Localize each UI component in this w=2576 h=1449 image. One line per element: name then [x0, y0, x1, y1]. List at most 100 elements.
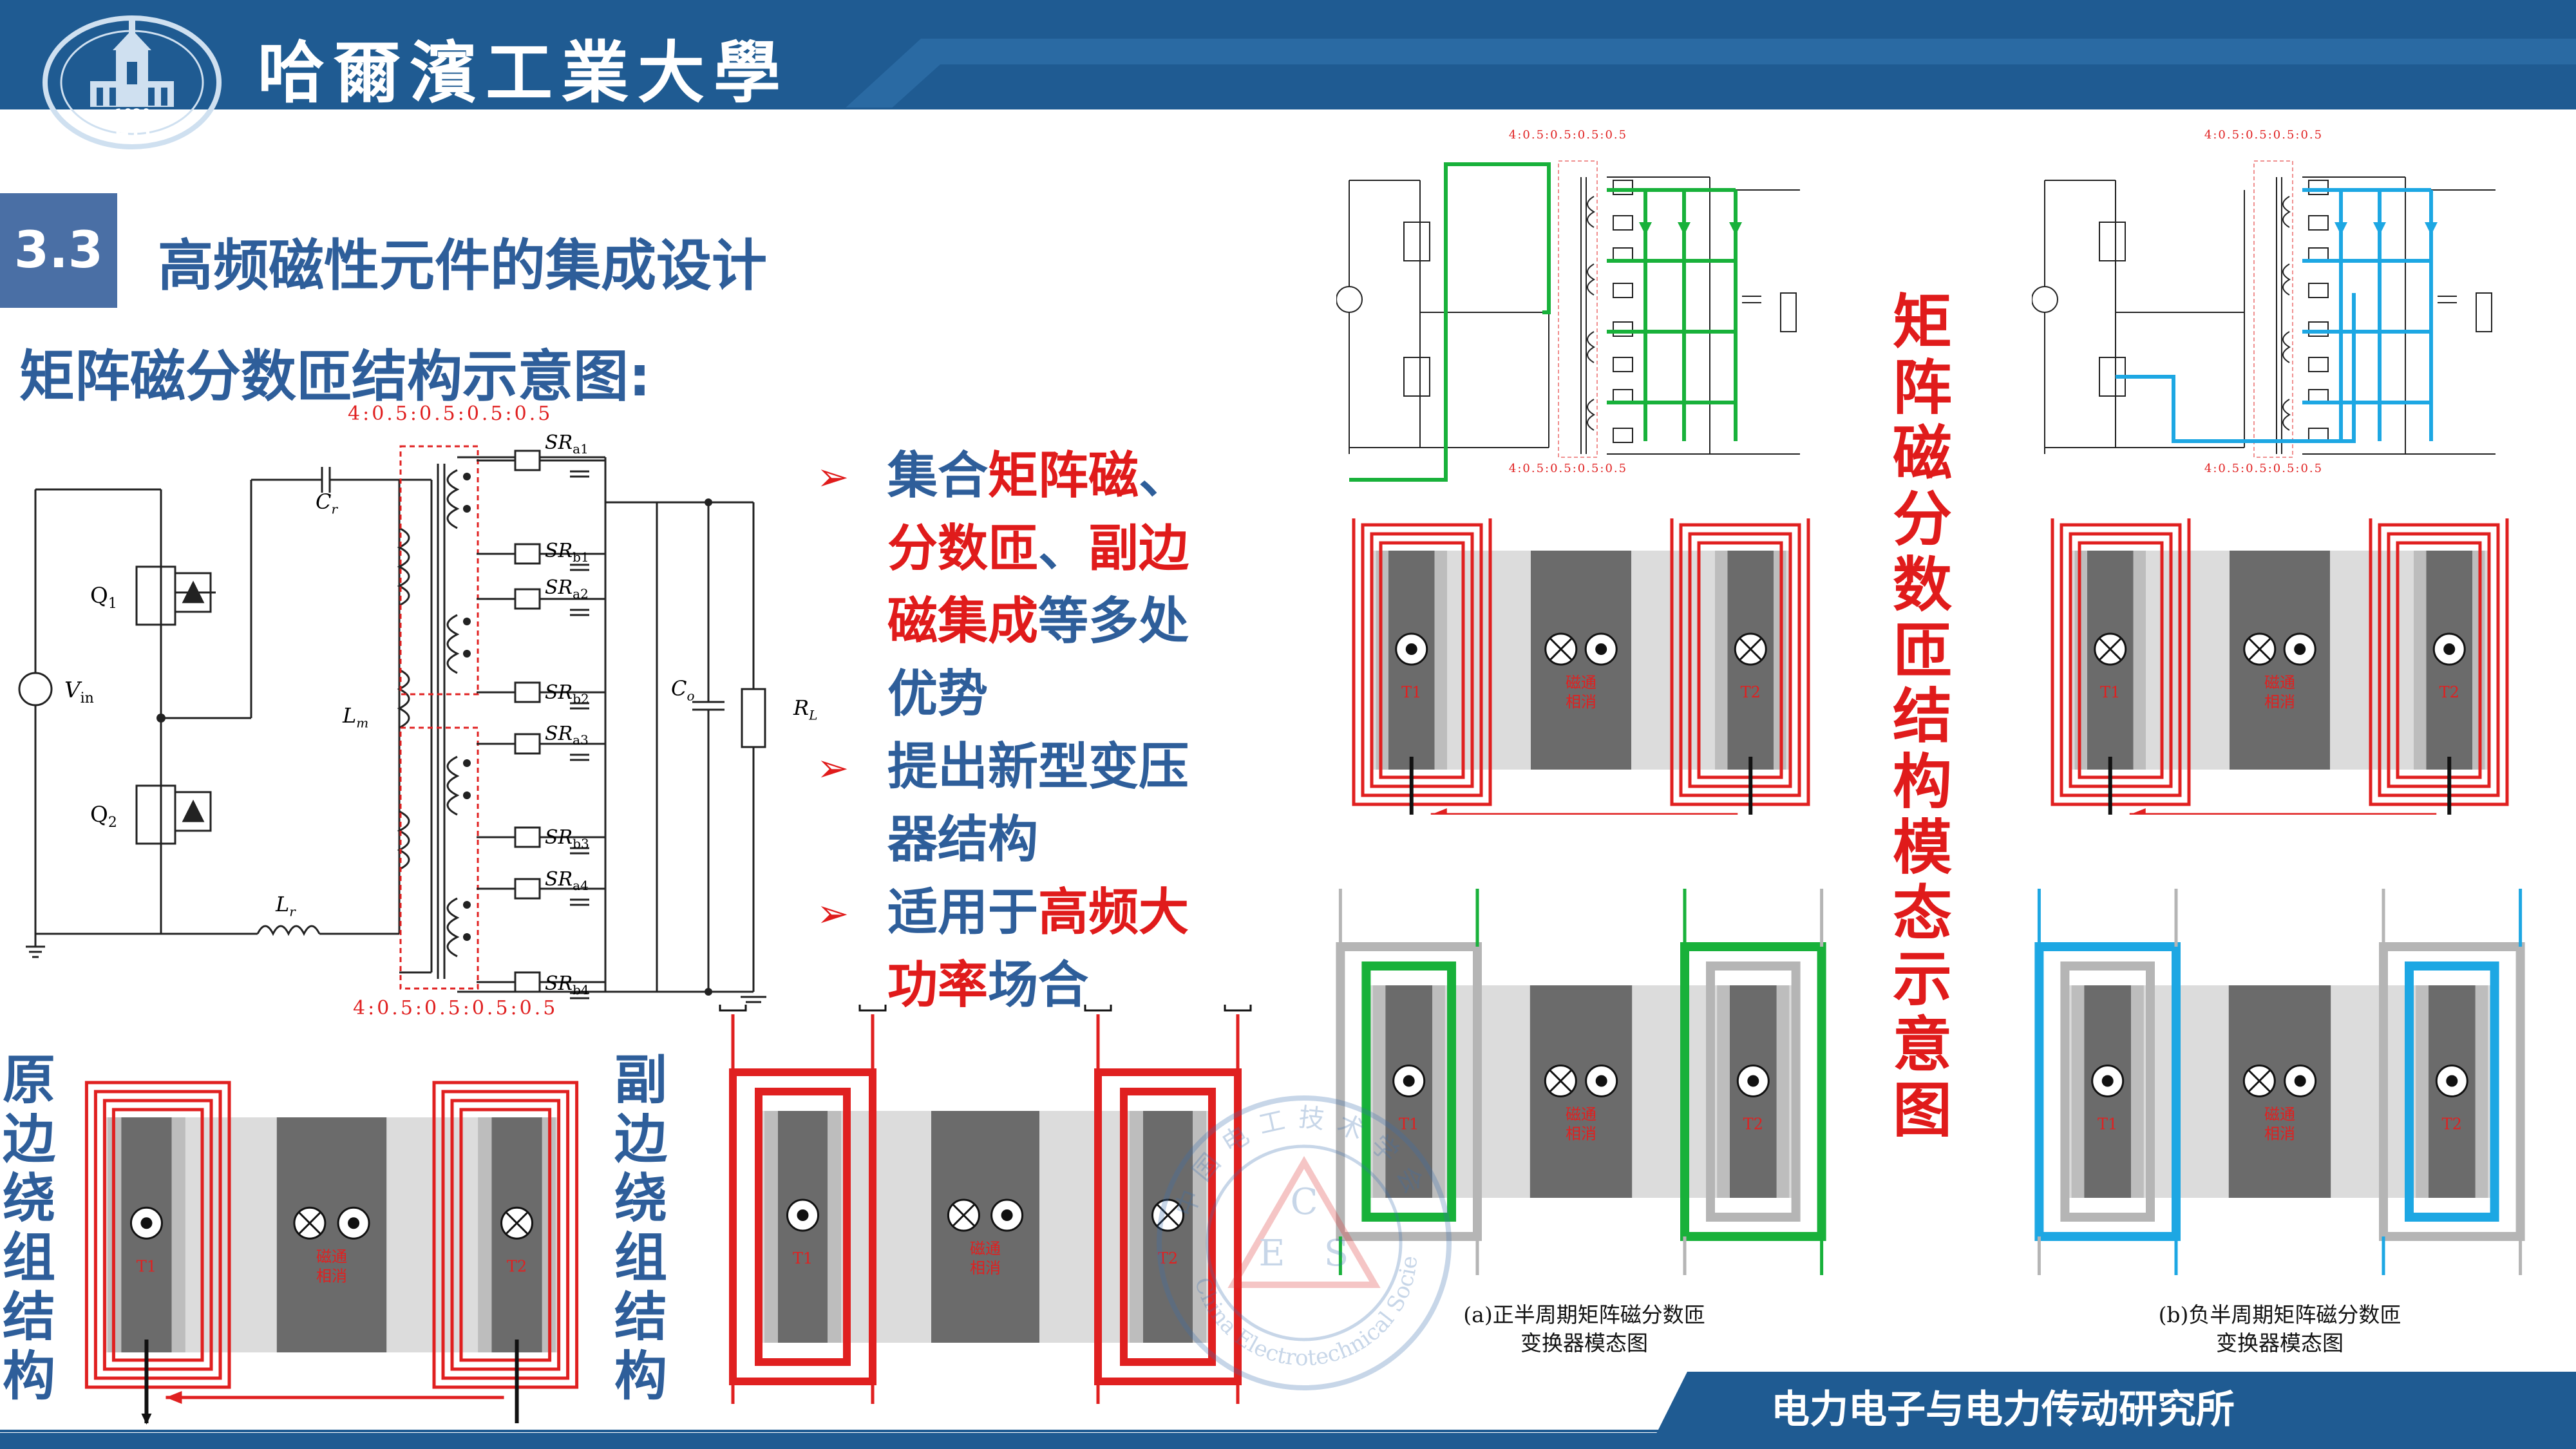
label-lr: Lr	[276, 892, 296, 919]
flux-in-icon	[2248, 1070, 2271, 1092]
flux-out-icon	[348, 1217, 360, 1229]
secondary-coil	[2282, 331, 2291, 363]
switch-q2-icon	[1403, 357, 1430, 397]
core-leg-center	[1531, 551, 1631, 770]
flux-in-icon	[952, 1204, 975, 1227]
sr-label: SRa1	[545, 431, 589, 457]
sr-label: SRa4	[545, 868, 589, 893]
core-label: 相消	[970, 1259, 1001, 1277]
sr-switch-icon	[1613, 283, 1633, 298]
secondary-current-path	[1607, 188, 1736, 404]
primary-winding-turn	[1688, 532, 1792, 788]
current-arrow-icon	[1430, 808, 1447, 821]
sr-label-sub: b1	[573, 549, 589, 565]
label-lm-sub: m	[356, 715, 369, 731]
current-arrow-icon	[141, 1414, 152, 1425]
secondary-winding-loop	[729, 1068, 876, 1385]
sr-label-main: SR	[545, 681, 573, 704]
flux-out-icon	[2101, 1075, 2114, 1087]
primary-winding-label: 原边绕组结构	[2, 1050, 55, 1407]
core-label: T2	[2439, 683, 2459, 701]
core-label: 磁通	[1566, 1106, 1596, 1124]
flux-in-icon	[2248, 638, 2271, 661]
label-lm: Lm	[343, 703, 368, 730]
sr-switch-icon	[1613, 180, 1633, 195]
flux-out-icon	[2443, 643, 2456, 655]
secondary-winding-loop	[2034, 942, 2181, 1241]
flux-out-icon	[1405, 643, 1417, 655]
flux-out-icon	[1747, 1075, 1759, 1087]
sr-label-sub: b2	[573, 691, 589, 706]
flux-in-icon	[1157, 1204, 1179, 1227]
core-label: T1	[137, 1257, 156, 1275]
caption-positive-line2: 变换器模态图	[1520, 1331, 1648, 1356]
bullet-segment: 、	[1139, 447, 1189, 505]
secondary-coil	[2282, 263, 2291, 296]
bullet-line: 分数匝、副边	[817, 513, 1229, 585]
flux-out-icon	[2446, 1075, 2458, 1087]
ratio-label: 4:0.5:0.5:0.5:0.5	[1509, 128, 1627, 142]
bullet-segment: 矩阵磁	[988, 447, 1139, 505]
transformer-core-outline	[1558, 160, 1598, 458]
bullet-lines: ➢集合矩阵磁、分数匝、副边磁集成等多处优势➢提出新型变压器结构➢适用于高频大功率…	[817, 440, 1229, 1022]
current-arrow-icon	[2425, 222, 2438, 235]
bullet-line: 磁集成等多处	[817, 585, 1229, 658]
current-arrow-icon	[2334, 222, 2347, 235]
section-number: 3.3	[0, 193, 117, 308]
flux-out-icon	[1001, 1209, 1013, 1221]
sr-switch-icon	[1084, 987, 1112, 1012]
label-lm-main: L	[343, 703, 357, 728]
label-vin: Vin	[64, 677, 94, 706]
core-label: 磁通	[2264, 674, 2295, 692]
diagram-title: 矩阵磁分数匝结构示意图:	[19, 345, 651, 409]
footer-institute: 电力电子与电力传动研究所	[1771, 1387, 2235, 1432]
ratio-label-top: 4:0.5:0.5:0.5:0.5	[348, 402, 553, 425]
sr-label-sub: b4	[573, 982, 589, 998]
core-label: 相消	[2264, 1125, 2295, 1143]
primary-winding-turn	[450, 1099, 561, 1371]
sr-switch-icon	[2308, 357, 2329, 372]
bullet-line: 优势	[817, 658, 1229, 731]
sr-label-sub: b3	[573, 836, 589, 851]
sr-label-sub: a4	[573, 878, 589, 893]
bullet-segment: 磁集成	[887, 592, 1039, 650]
bullet-segment: 高频大	[1038, 884, 1189, 942]
load-resistor-icon	[2476, 292, 2492, 332]
sr-switch-icon	[1613, 357, 1633, 372]
bullet-list: ➢集合矩阵磁、分数匝、副边磁集成等多处优势➢提出新型变压器结构➢适用于高频大功率…	[817, 440, 1229, 1022]
mode-circuit-wires	[1336, 176, 1800, 455]
current-arrow-icon	[166, 1391, 182, 1404]
sr-switch-icon	[514, 971, 541, 993]
bullet-segment: 副边	[1088, 520, 1189, 578]
secondary-winding-loop	[1361, 961, 1456, 1222]
primary-winding-turn	[2069, 532, 2173, 788]
logo-abbr: HIT	[115, 124, 156, 145]
main-circuit-diagram	[18, 445, 766, 1003]
label-q1: Q1	[90, 583, 117, 612]
sr-label: SRb4	[545, 972, 589, 998]
sr-label-main: SR	[545, 431, 573, 454]
secondary-coil	[1587, 399, 1595, 431]
core-leg-center	[931, 1111, 1039, 1343]
flux-in-icon	[2099, 638, 2121, 661]
label-rl: RL	[793, 696, 817, 723]
secondary-winding-loop	[1120, 1088, 1216, 1366]
core-label: T2	[1743, 1115, 1763, 1133]
secondary-winding-loop	[1706, 961, 1801, 1222]
sr-label-main: SR	[545, 540, 573, 562]
label-q1-sub: 1	[108, 595, 117, 612]
sr-switch-icon	[719, 987, 747, 1012]
secondary-winding-loop	[755, 1088, 851, 1366]
core-label: 相消	[1566, 693, 1596, 711]
label-cr-sub: r	[331, 501, 338, 517]
watermark-seal: C E S China Electrotechnical Society 中国电…	[1153, 1092, 1452, 1390]
mode-diagram-label: 矩阵磁分数匝结构模态示意图	[1892, 288, 1952, 1145]
flux-out-icon	[2294, 643, 2306, 655]
secondary-coil	[2282, 196, 2291, 228]
sr-label-sub: a3	[573, 732, 589, 748]
